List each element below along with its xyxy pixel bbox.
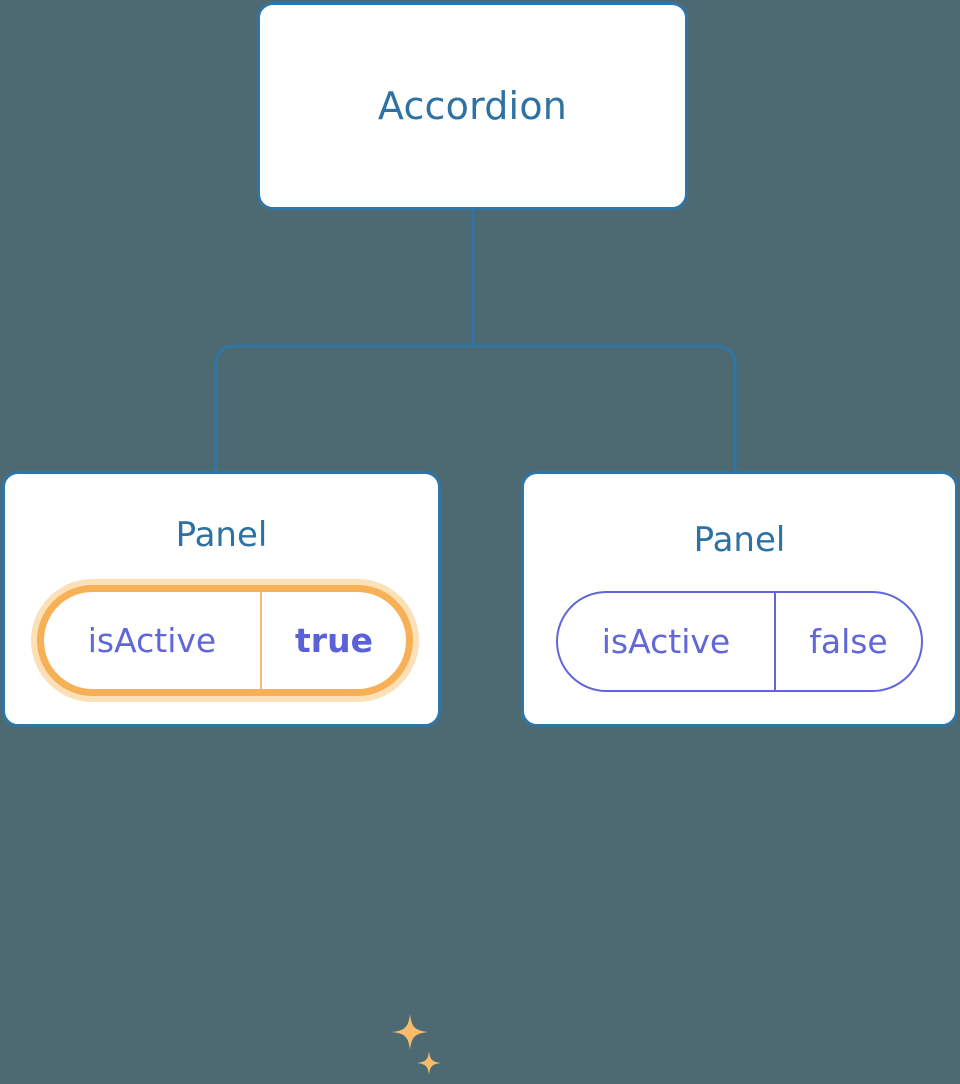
prop-value-isactive-right: false: [774, 593, 921, 690]
prop-pill-active[interactable]: isActive true: [37, 585, 413, 696]
prop-name-isactive-left: isActive: [87, 621, 217, 660]
prop-pill-inactive[interactable]: isActive false: [556, 591, 923, 692]
node-accordion-title: Accordion: [377, 84, 568, 128]
node-accordion[interactable]: Accordion: [257, 2, 688, 210]
node-panel-inactive[interactable]: Panel isActive false: [521, 471, 958, 727]
prop-pill-active-wrapper[interactable]: isActive true: [31, 579, 419, 702]
node-panel-inactive-title: Panel: [693, 520, 786, 560]
connector-branch-bus: [214, 344, 737, 471]
node-panel-active-title: Panel: [175, 515, 268, 555]
prop-name-isactive-right: isActive: [601, 622, 731, 661]
prop-value-isactive-left: true: [260, 592, 406, 689]
node-panel-active[interactable]: Panel isActive true: [2, 471, 441, 1075]
sparkle-small-icon: [417, 1051, 441, 1075]
sparkles-group: [392, 1014, 441, 1075]
sparkle-large-icon: [392, 1014, 428, 1050]
